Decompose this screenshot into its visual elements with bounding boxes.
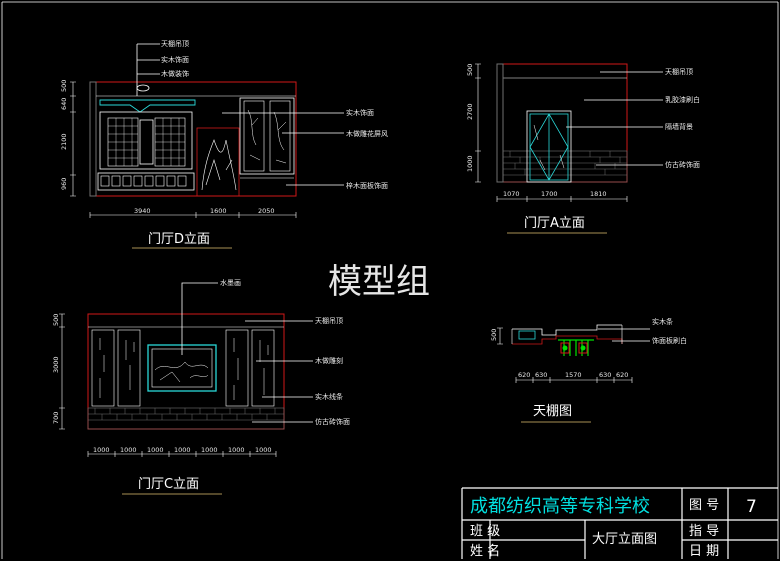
elevation-a-brick-band	[502, 150, 628, 183]
elevation-d-vdim-1: 500	[60, 80, 68, 92]
elevation-d-label-carved-screen: 木做雕花屏风	[346, 129, 388, 138]
elevation-c-outline	[87, 313, 285, 430]
ceiling-light-fixtures	[558, 339, 594, 356]
elevation-d-hdim-1: 3940	[134, 207, 151, 215]
elevation-d-title: 门厅D立面	[148, 232, 210, 247]
elevation-a-label-brick: 仿古砖饰面	[665, 160, 700, 169]
elevation-c-hdim-7: 1000	[255, 446, 272, 454]
elevation-d-label-panel: 梓木面板饰面	[346, 181, 388, 190]
elevation-a-outline	[496, 63, 628, 183]
ceiling-hdim-4: 630	[599, 371, 611, 379]
drawing-no: 7	[746, 497, 757, 517]
elevation-a-vdim-3: 1000	[466, 155, 474, 172]
ceiling-title: 天棚图	[533, 404, 572, 419]
elevation-d-vdim-3: 2100	[60, 133, 68, 150]
elevation-a-label-ceiling: 天棚吊顶	[665, 67, 693, 76]
elevation-d-carved-screen	[239, 97, 295, 175]
elevation-d-label-veneer-right: 实木饰面	[346, 108, 374, 117]
elevation-d: 500 640 2100 960 3940 1600 2050 天棚吊顶 实木饰…	[60, 39, 388, 249]
elevation-a: 500 2700 1000 1070 1700 1810 天棚吊顶 乳胶漆刷白 …	[466, 63, 700, 234]
elevation-d-vdim-2: 640	[60, 98, 68, 110]
elevation-c-title: 门厅C立面	[138, 477, 199, 492]
elevation-c-label-wood-strip: 实木线条	[315, 392, 343, 401]
elevation-d-label-ceiling: 天棚吊顶	[161, 39, 189, 48]
elevation-a-hdim-1: 1070	[503, 190, 520, 198]
elevation-a-label-latex: 乳胶漆刷白	[665, 95, 700, 104]
elevation-d-doorway	[196, 127, 240, 197]
elevation-a-label-partition: 隔墙背景	[665, 122, 693, 131]
date-label: 日 期	[689, 544, 719, 559]
elevation-c-label-carving: 木做雕刻	[315, 356, 343, 365]
elevation-c-vdim-2: 3000	[52, 356, 60, 373]
elevation-c-hdim-6: 1000	[228, 446, 245, 454]
drawing-name: 大厅立面图	[592, 532, 657, 547]
elevation-d-hdim-3: 2050	[258, 207, 275, 215]
ceiling-label-wood-strip: 实木条	[652, 317, 673, 326]
elevation-d-vdim-4: 960	[60, 178, 68, 190]
elevation-c-vdim-1: 500	[52, 314, 60, 326]
drawing-no-label: 图 号	[689, 498, 719, 513]
elevation-c-hdim-4: 1000	[174, 446, 191, 454]
elevation-d-cabinet-row	[97, 172, 195, 191]
elevation-c-brick-band	[87, 407, 285, 430]
elevation-a-vdim-1: 500	[466, 64, 474, 76]
elevation-c-hdim-1: 1000	[93, 446, 110, 454]
class-label: 班 级	[470, 524, 500, 539]
advisor-label: 指 导	[689, 524, 719, 539]
elevation-d-label-wood-veneer: 实木饰面	[161, 55, 189, 64]
elevation-d-side-strip	[89, 81, 97, 197]
elevation-c-label-ink-painting: 水墨画	[220, 278, 241, 287]
elevation-c-label-brick: 仿古砖饰面	[315, 417, 350, 426]
elevation-d-lattice-screen	[99, 111, 193, 170]
ceiling-vdim-1: 500	[490, 329, 498, 341]
elevation-c-hdim-3: 1000	[147, 446, 164, 454]
ceiling-hdim-5: 620	[616, 371, 628, 379]
elevation-c-hdim-2: 1000	[120, 446, 137, 454]
elevation-a-hdim-2: 1700	[541, 190, 558, 198]
elevation-c-vdim-3: 700	[52, 412, 60, 424]
elevation-c-hdim-5: 1000	[201, 446, 218, 454]
elevation-a-partition	[526, 110, 572, 183]
name-label: 姓 名	[470, 543, 500, 559]
ceiling-section-top	[512, 324, 622, 336]
elevation-a-vdim-2: 2700	[466, 103, 474, 120]
elevation-d-outline	[89, 81, 297, 197]
title-block: 成都纺织高等专科学校 图 号 7 班 级 大厅立面图 指 导 姓 名 日 期	[461, 487, 778, 559]
elevation-d-label-wood-decor: 木做装饰	[161, 69, 189, 78]
school-name: 成都纺织高等专科学校	[470, 496, 650, 517]
ceiling-hdim-2: 630	[535, 371, 547, 379]
ceiling-plan: 500 620 630 1570 630 620 实木条 饰面板刷白 天棚图	[490, 317, 687, 423]
ceiling-label-panel: 饰面板刷白	[652, 336, 687, 345]
elevation-c-label-ceiling: 天棚吊顶	[315, 316, 343, 325]
elevation-a-hdim-3: 1810	[590, 190, 607, 198]
elevation-c: 500 3000 700 1000 1000 1000 1000 1000 10…	[52, 278, 350, 495]
ceiling-hdim-3: 1570	[565, 371, 582, 379]
elevation-a-title: 门厅A立面	[524, 216, 585, 231]
elevation-d-hdim-2: 1600	[210, 207, 227, 215]
ceiling-hdim-1: 620	[518, 371, 530, 379]
watermark: 模型组	[328, 262, 430, 302]
elevation-d-ceiling-ornament	[99, 99, 196, 113]
